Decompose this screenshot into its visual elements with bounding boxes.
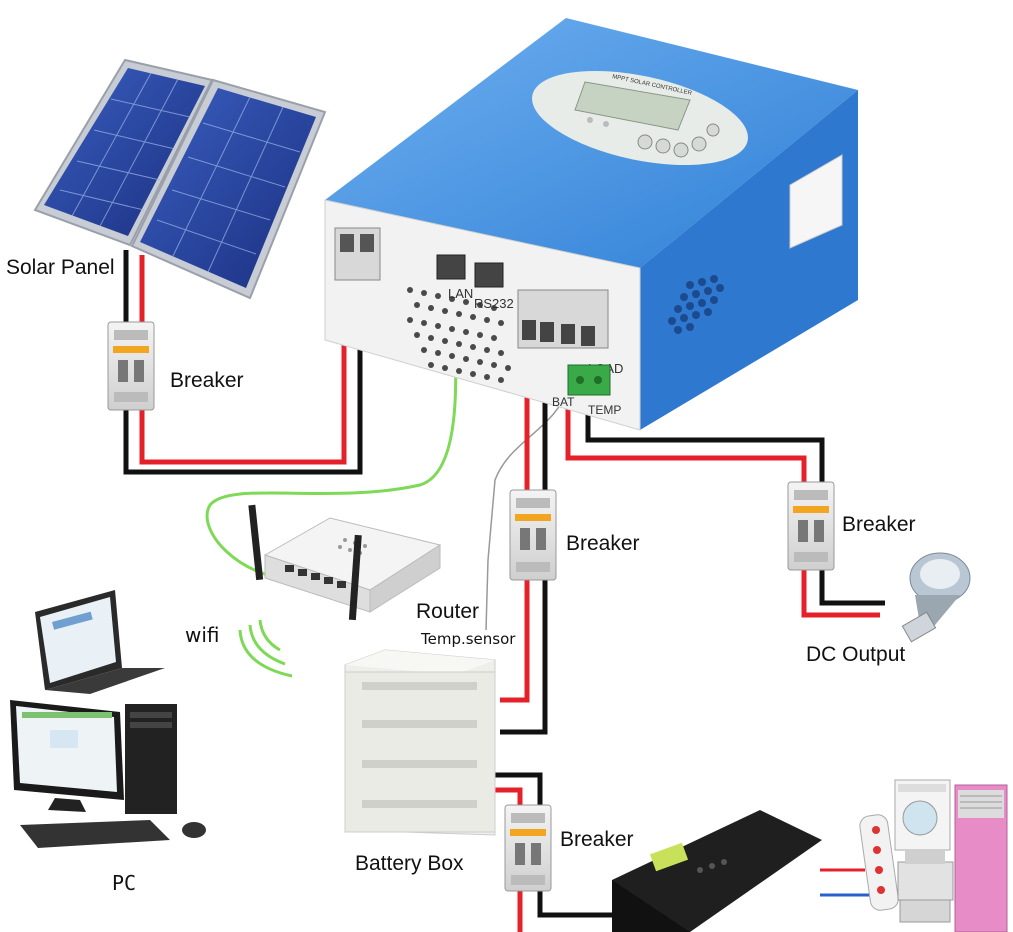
breaker-battery-device — [509, 489, 557, 581]
label-battery-box: Battery Box — [355, 852, 464, 875]
led-bulb-device — [901, 552, 971, 643]
label-breaker-pv: Breaker — [170, 369, 244, 392]
wire-pv-breaker-pos — [139, 280, 347, 465]
label-breaker-inverter: Breaker — [560, 828, 634, 851]
wire-inv-out-neg — [537, 890, 620, 918]
port-rs232-label: RS232 — [474, 296, 514, 311]
lan-port — [436, 254, 466, 280]
wire-pv-breaker-neg — [123, 280, 363, 475]
label-pc: PC — [112, 871, 137, 895]
wire-dc-out-neg — [819, 570, 885, 606]
inverter-device — [612, 810, 822, 932]
label-breaker-load: Breaker — [842, 513, 916, 536]
wire-inv-pos — [490, 787, 523, 805]
rs232-port — [474, 262, 504, 288]
breaker-inverter-device — [504, 804, 552, 892]
port-lan-label: LAN — [448, 286, 473, 301]
breaker-pv-device — [107, 321, 155, 411]
printer-device — [897, 850, 954, 923]
wire-bat-breaker-pos — [500, 580, 530, 703]
terminal-temp-label: TEMP — [588, 403, 621, 417]
label-temp-sensor: Temp.sensor — [421, 630, 516, 648]
router-device — [248, 504, 442, 621]
label-router: Router — [416, 600, 480, 623]
laptop-device — [35, 590, 165, 694]
wire-dc-out-pos — [801, 570, 880, 618]
desktop-device — [10, 700, 206, 848]
terminal-bat-label: BAT — [552, 395, 575, 409]
solar-panel — [33, 58, 327, 300]
power-strip-device — [859, 814, 899, 911]
label-breaker-battery: Breaker — [566, 532, 640, 555]
wire-inv-neg — [490, 772, 543, 805]
label-dc-output: DC Output — [806, 643, 906, 666]
washing-machine-device — [894, 779, 951, 851]
label-solar-panel: Solar Panel — [6, 256, 115, 279]
breaker-load-device — [787, 481, 835, 571]
wire-bat-breaker-neg — [500, 580, 548, 735]
air-conditioner-device — [954, 784, 1008, 932]
wifi-signal-icon — [238, 619, 293, 678]
mppt-controller: MPPT SOLAR CONTROLLER — [324, 18, 858, 431]
label-wifi: wifi — [185, 623, 220, 647]
battery-box-device — [344, 649, 496, 836]
